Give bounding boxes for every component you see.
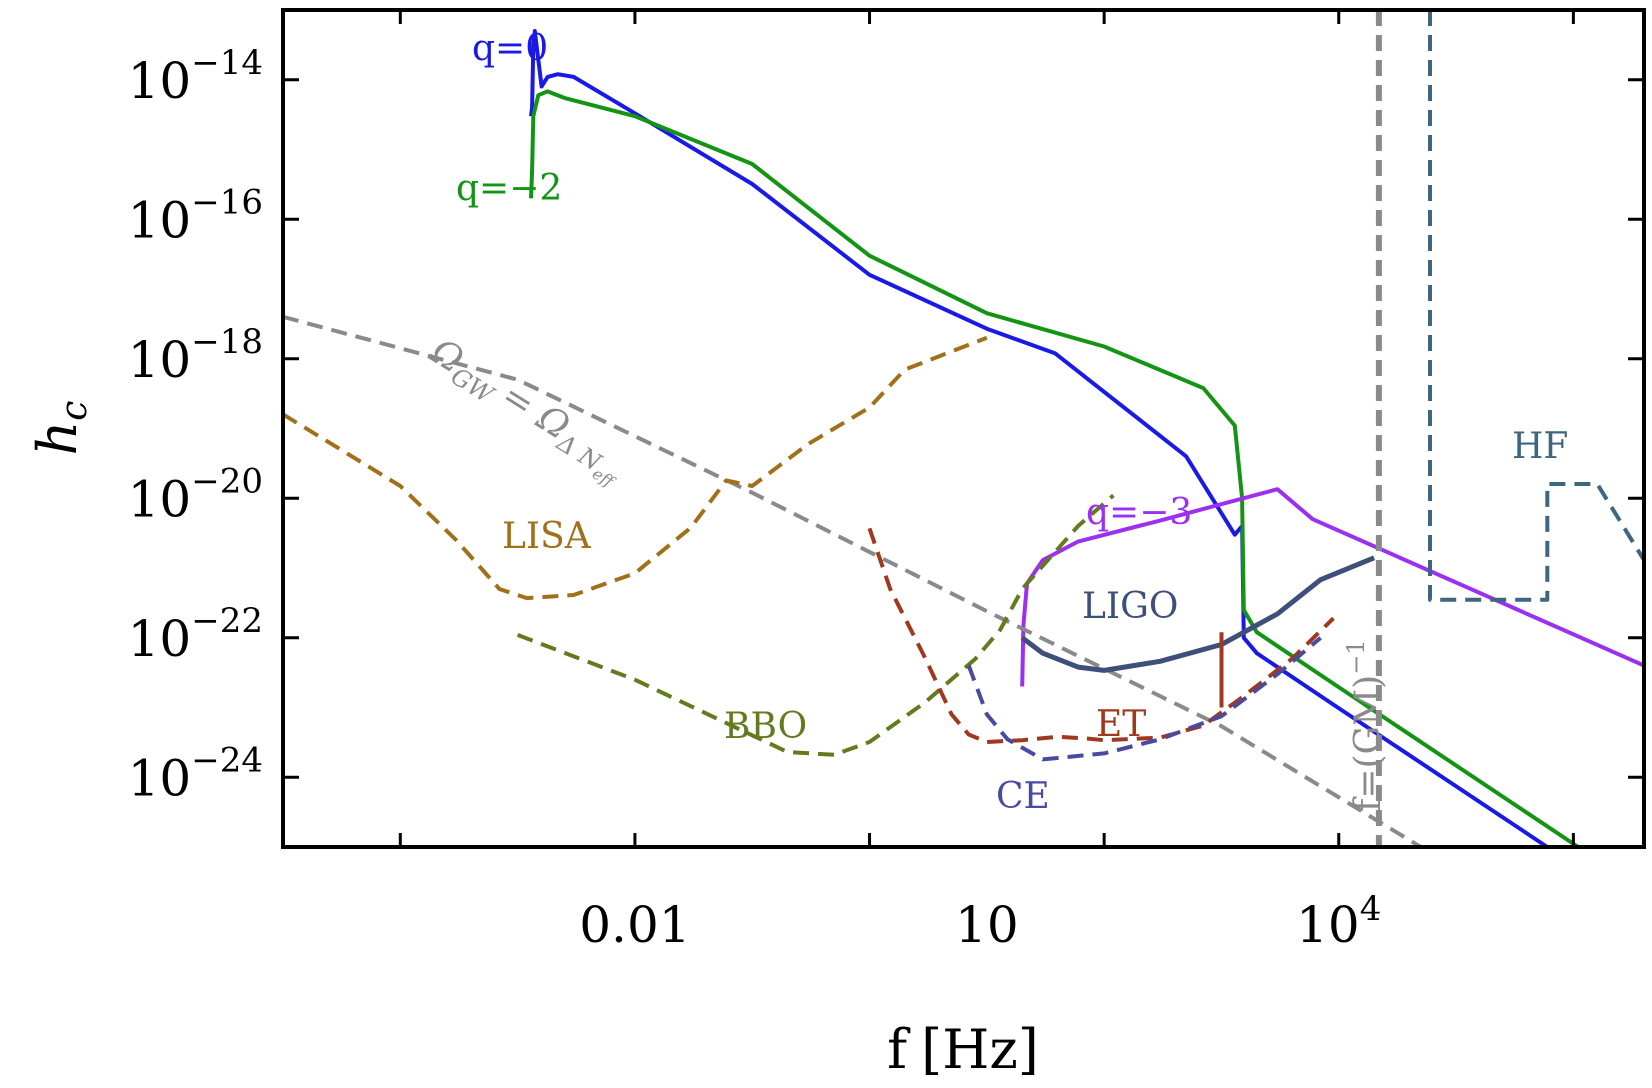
x-axis-title-main: f [887, 1018, 911, 1081]
y-tick-label-exp: −22 [191, 601, 263, 641]
label-q3: q=−3 [1086, 492, 1192, 533]
y-tick-label-base: 10 [128, 749, 192, 807]
y-tick-label-base: 10 [128, 52, 192, 110]
series-et-line [867, 527, 1335, 744]
y-tick-label: 10−16 [128, 182, 263, 249]
y-tick-label: 10−24 [128, 740, 263, 807]
label-ligo: LIGO [1082, 586, 1178, 627]
x-axis-title-unit: [Hz] [921, 1018, 1039, 1081]
label-fgm: f=(GM)−1 [1342, 639, 1389, 812]
x-tick-label: 0.01 [579, 896, 690, 954]
y-axis-title-main: h [26, 421, 89, 456]
series-q-3-line [1020, 487, 1644, 687]
y-tick-label-base: 10 [128, 610, 192, 668]
x-tick-label-base: 0.01 [579, 896, 690, 954]
label-lisa: LISA [502, 516, 592, 557]
fgm-sup: −1 [1342, 639, 1370, 674]
y-tick-label-base: 10 [128, 470, 192, 528]
label-hf: HF [1512, 426, 1568, 467]
x-axis-title: f[Hz] [887, 1018, 1039, 1081]
series-ligo-line [1020, 555, 1376, 673]
x-tick-label-base: 10 [1296, 896, 1360, 954]
y-tick-label: 10−22 [128, 601, 263, 668]
y-axis-title: hc [26, 401, 95, 456]
y-tick-label-exp: −20 [191, 461, 263, 501]
plot-frame [281, 8, 1646, 849]
series-q-2-line [529, 89, 1580, 847]
y-tick-label: 10−20 [128, 461, 263, 528]
label-q0: q=0 [472, 28, 548, 69]
y-tick-label: 10−18 [128, 322, 263, 389]
y-tick-label: 10−14 [128, 43, 263, 110]
fgm-main: f=(GM) [1348, 675, 1389, 812]
x-tick-label-exp: 4 [1360, 889, 1382, 929]
y-axis-title-sub: c [54, 401, 95, 421]
series-s3-line [283, 314, 1422, 847]
series-q-0-line [529, 29, 1549, 847]
ticks-layer [283, 10, 1644, 847]
y-tick-label-exp: −18 [191, 322, 263, 362]
series-hf-line [1428, 10, 1644, 602]
label-et: ET [1096, 704, 1146, 745]
series-lisa-line [283, 335, 988, 601]
label-bbo: BBO [724, 706, 807, 747]
x-tick-label: 104 [1296, 889, 1381, 954]
x-tick-label: 10 [955, 896, 1019, 954]
x-tick-label-base: 10 [955, 896, 1019, 954]
label-omega: ΩGW= ΩΔ Neff [418, 330, 636, 492]
label-q2: q=−2 [456, 168, 562, 209]
y-tick-label-exp: −24 [191, 740, 263, 780]
y-tick-label-exp: −14 [191, 43, 263, 83]
series-ce-line [966, 636, 1322, 762]
y-tick-label-exp: −16 [191, 182, 263, 222]
y-tick-label-base: 10 [128, 191, 192, 249]
label-ce: CE [996, 776, 1050, 817]
y-tick-label-base: 10 [128, 331, 192, 389]
series-layer [283, 10, 1644, 847]
series-bbo-line [516, 493, 1115, 757]
